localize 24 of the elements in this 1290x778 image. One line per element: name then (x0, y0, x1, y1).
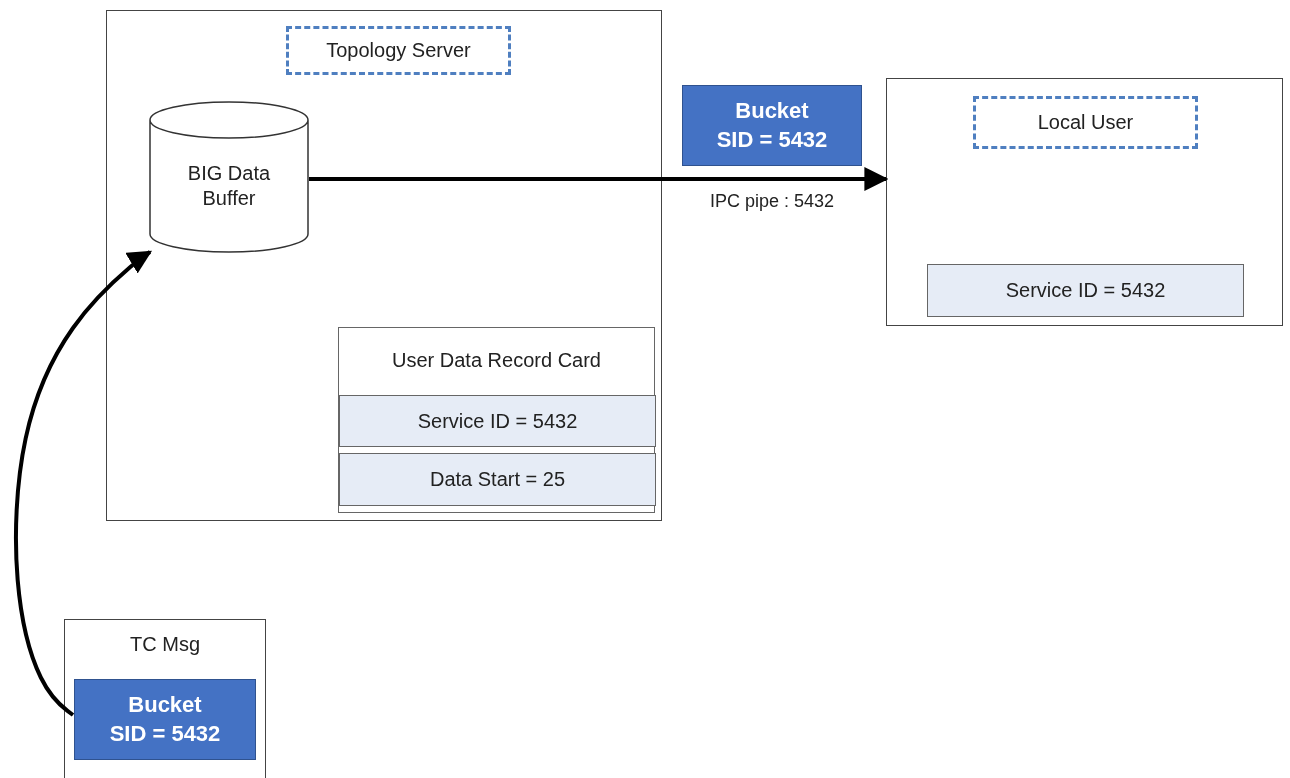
bucket-box (682, 85, 862, 166)
box-title: Topology Server (326, 38, 471, 63)
field-row (339, 395, 656, 447)
server-frame (886, 78, 1283, 326)
title-box (286, 26, 511, 75)
field-label: Service ID = 5432 (1005, 278, 1166, 303)
database-cylinder (149, 101, 309, 253)
field-label: Service ID = 5432 (417, 408, 578, 434)
field-label: Data Start = 25 (429, 467, 566, 492)
bucket-label: Bucket SID = 5432 (715, 96, 829, 154)
database-label: BIG Data Buffer (186, 161, 272, 211)
card-title: User Data Record Card (391, 348, 602, 373)
field-row (927, 264, 1244, 317)
box-heading: TC Msg (129, 632, 201, 657)
field-row (339, 453, 656, 506)
bucket-box (74, 679, 256, 760)
title-box (973, 96, 1198, 149)
arrow (14, 250, 153, 717)
arrow (309, 167, 889, 191)
server-frame (106, 10, 662, 521)
bucket-label: Bucket SID = 5432 (108, 690, 222, 748)
message-box (64, 619, 266, 778)
record-card (338, 327, 655, 513)
box-title: Local User (1037, 110, 1134, 135)
